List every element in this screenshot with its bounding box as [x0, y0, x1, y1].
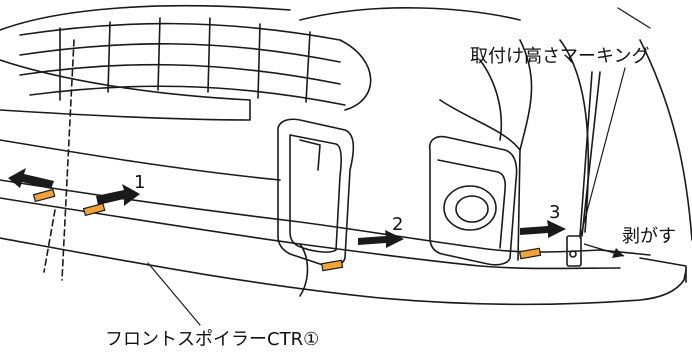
- fender-edge: [639, 39, 692, 241]
- bumper-mid-surface: [0, 59, 251, 121]
- hood-line: [299, 7, 521, 21]
- reference-dashed-line-2: [43, 209, 56, 273]
- label-marking: 取付け高さマーキング: [470, 46, 649, 67]
- label-step2: 2: [392, 214, 403, 235]
- tape-center: [320, 259, 344, 272]
- bumper-top-edge: [0, 4, 291, 31]
- corner-leader-line: [617, 7, 651, 29]
- fog-lamp-bezel: [428, 59, 521, 266]
- bumper-body-outline: [517, 39, 533, 261]
- arrow-step2: [358, 230, 404, 248]
- tape-right: [518, 247, 542, 260]
- reference-dashed-line: [61, 39, 75, 281]
- tape-left-1: [32, 188, 56, 203]
- label-step1: 1: [134, 172, 145, 193]
- tape-left-2: [82, 202, 106, 217]
- arrow-step3: [520, 220, 566, 238]
- arrow-peel-head: [612, 248, 624, 258]
- intake-housing: [277, 118, 355, 267]
- marking-leader-line: [579, 67, 626, 239]
- height-marking-bracket: [566, 71, 601, 267]
- fog-lamp: [443, 185, 497, 231]
- label-part: フロントスポイラーCTR①: [105, 329, 319, 350]
- bumper-lower-surface: [0, 139, 281, 181]
- arrow-left-pull: [8, 168, 54, 189]
- grille: [19, 17, 372, 111]
- label-peel: 剥がす: [622, 226, 676, 247]
- part-leader-line: [147, 262, 201, 326]
- arrow-step1: [96, 184, 140, 206]
- right-fender-line: [559, 39, 590, 233]
- label-step3: 3: [549, 202, 560, 223]
